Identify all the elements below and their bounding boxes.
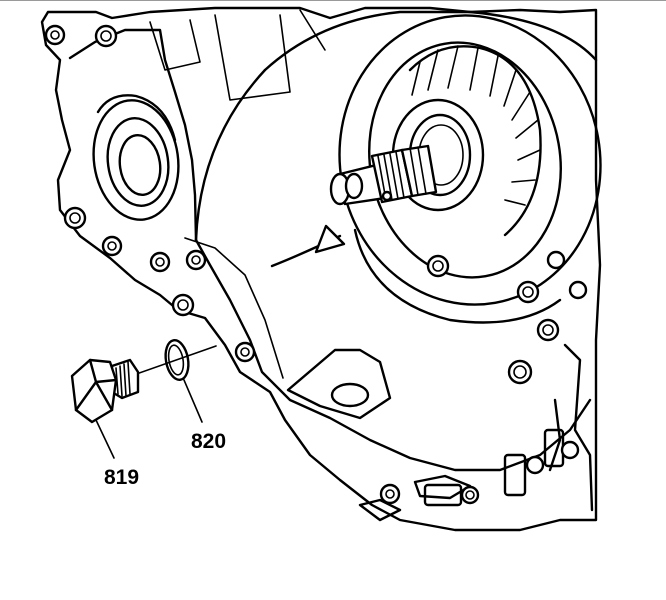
callout-leader-819 — [95, 419, 115, 459]
callout-label-820: 820 — [191, 430, 226, 453]
callout-label-819: 819 — [104, 466, 139, 489]
input-shaft — [329, 144, 438, 206]
callout-leader-820 — [183, 379, 203, 423]
seal-ring-820 — [164, 339, 190, 381]
drain-plug-bolt-819 — [70, 358, 140, 424]
top-border — [0, 0, 666, 1]
lower-flange — [270, 224, 594, 522]
transmission-case — [40, 6, 602, 532]
assembly-leader-line — [124, 345, 217, 379]
